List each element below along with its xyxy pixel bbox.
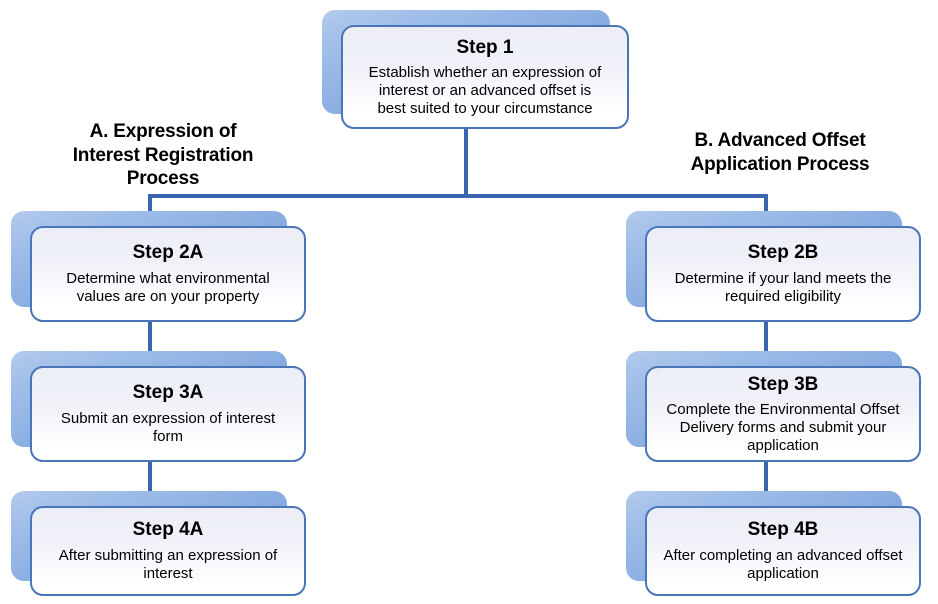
step-box-card: Step 1 Establish whether an expression o…: [341, 25, 629, 129]
step-box-step-4b[interactable]: Step 4B After completing an advanced off…: [626, 491, 921, 596]
step-box-step-2b[interactable]: Step 2B Determine if your land meets the…: [626, 211, 921, 322]
step-box-step-2a[interactable]: Step 2A Determine what environmental val…: [11, 211, 306, 322]
connector-step2a-step3a: [148, 300, 152, 372]
step-box-card: Step 4A After submitting an expression o…: [30, 506, 306, 596]
step-body: Establish whether an expression of inter…: [368, 64, 602, 117]
step-box-step-3a[interactable]: Step 3A Submit an expression of interest…: [11, 351, 306, 462]
step-title: Step 3B: [747, 373, 819, 395]
connector-branch-horizontal: [148, 194, 768, 198]
step-box-card: Step 4B After completing an advanced off…: [645, 506, 921, 596]
step-title: Step 4B: [747, 519, 819, 541]
step-box-card: Step 3A Submit an expression of interest…: [30, 366, 306, 462]
step-box-step-4a[interactable]: Step 4A After submitting an expression o…: [11, 491, 306, 596]
step-body: Complete the Environmental Offset Delive…: [666, 401, 900, 454]
step-body: After completing an advanced offset appl…: [663, 547, 903, 582]
connector-step1-down: [464, 126, 468, 198]
step-body: Determine what environmental values are …: [66, 270, 270, 305]
connector-step3a-step4a: [148, 440, 152, 512]
step-title: Step 2B: [747, 242, 819, 264]
connector-step2b-step3b: [764, 300, 768, 372]
step-body: Determine if your land meets the require…: [674, 270, 892, 305]
connector-step3b-step4b: [764, 440, 768, 512]
step-box-card: Step 2A Determine what environmental val…: [30, 226, 306, 322]
column-heading-left: A. Expression of Interest Registration P…: [72, 121, 254, 190]
step-body: Submit an expression of interest form: [60, 410, 276, 445]
step-body: After submitting an expression of intere…: [58, 547, 278, 582]
step-box-step-1[interactable]: Step 1 Establish whether an expression o…: [322, 10, 629, 129]
step-title: Step 4A: [132, 519, 204, 541]
step-box-card: Step 2B Determine if your land meets the…: [645, 226, 921, 322]
step-title: Step 2A: [132, 242, 204, 264]
step-title: Step 3A: [132, 382, 204, 404]
step-title: Step 1: [456, 36, 514, 58]
step-box-card: Step 3B Complete the Environmental Offse…: [645, 366, 921, 462]
column-heading-right: B. Advanced Offset Application Process: [690, 130, 870, 175]
step-box-step-3b[interactable]: Step 3B Complete the Environmental Offse…: [626, 351, 921, 462]
